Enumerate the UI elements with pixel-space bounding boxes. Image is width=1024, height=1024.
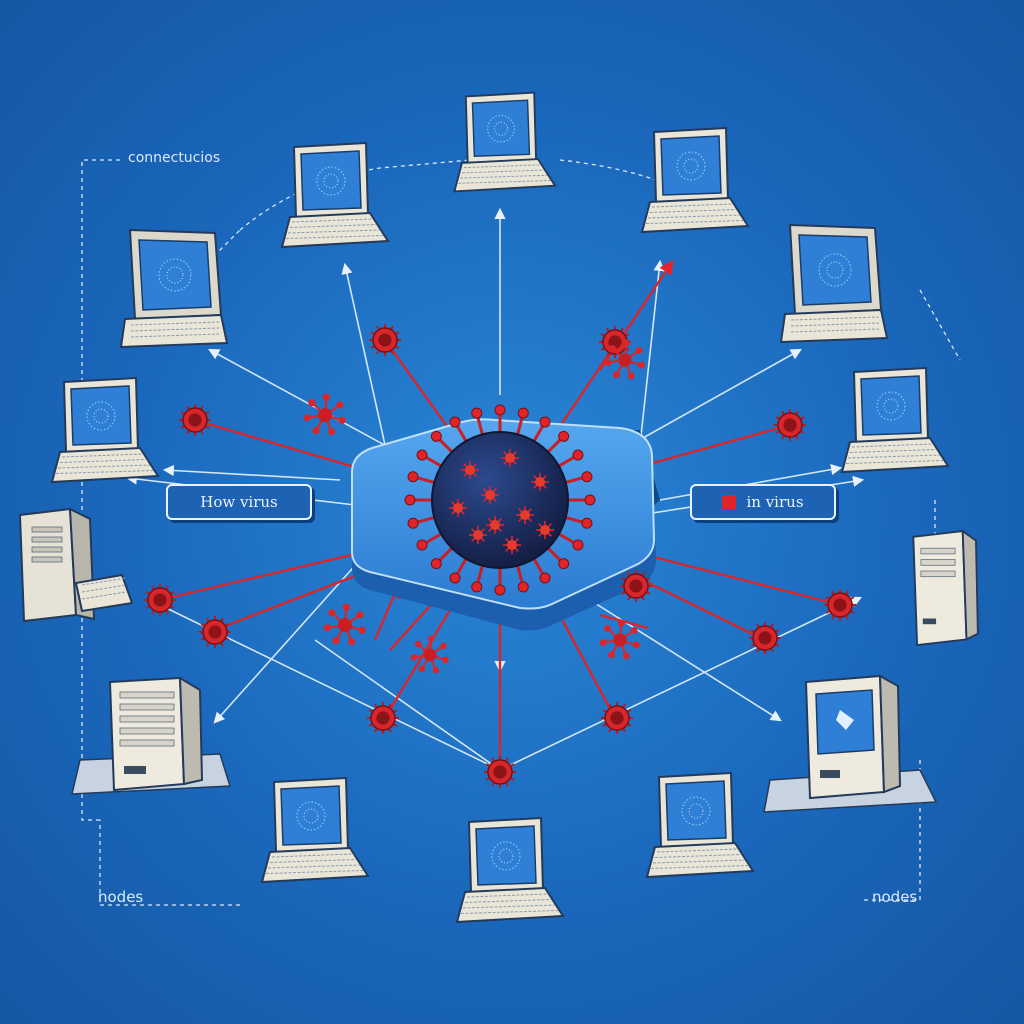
- virus-node-icon: [369, 324, 401, 356]
- connection-arrow: [314, 639, 502, 772]
- desktop-monitor-icon: [119, 228, 229, 349]
- virus-particle-icon: [604, 339, 645, 380]
- connection-arrow: [341, 262, 386, 446]
- tag-how-virus: How virus: [166, 484, 312, 520]
- laptop-icon: [260, 776, 370, 884]
- connection-arrow: [208, 348, 391, 449]
- dashed-outline: [81, 159, 961, 906]
- virus-node-icon: [484, 756, 516, 788]
- connection-arrow: [499, 596, 863, 771]
- laptop-icon: [645, 771, 755, 879]
- laptop-icon: [840, 366, 950, 474]
- nodes-layer: [18, 91, 979, 924]
- virus-node-icon: [367, 702, 399, 734]
- desktop-tower-icon: [18, 507, 134, 623]
- tag-how-virus-text: How virus: [200, 493, 278, 511]
- virus-node-icon: [179, 404, 211, 436]
- tag-in-virus: in virus: [690, 484, 836, 520]
- laptop-icon: [455, 816, 565, 924]
- nodes-label-left: nodes: [98, 888, 144, 906]
- connection-arrow: [162, 464, 341, 481]
- virus-node-icon: [749, 622, 781, 654]
- virus-markers: [144, 324, 856, 788]
- virus-node-icon: [824, 589, 856, 621]
- server-tower-icon: [763, 674, 938, 813]
- virus-icon: [404, 404, 596, 596]
- virus-particle-icon: [303, 393, 346, 436]
- connection-arrow: [639, 259, 665, 446]
- connection-arrow: [589, 599, 782, 722]
- red-square-icon: [722, 495, 737, 509]
- laptop-icon: [280, 141, 390, 249]
- desktop-monitor-icon: [779, 223, 889, 344]
- server-tower-icon: [71, 676, 232, 795]
- laptop-icon: [50, 376, 160, 484]
- nodes-label-right: nodes: [872, 888, 918, 906]
- connection-arrow: [213, 559, 361, 724]
- virus-node-icon: [144, 584, 176, 616]
- connection-arrow: [624, 348, 802, 449]
- connections-label: connectucios: [128, 150, 221, 166]
- virus-node-icon: [774, 409, 806, 441]
- server-tower-icon: [912, 529, 979, 647]
- tag-in-virus-text: in virus: [746, 493, 804, 511]
- virus-node-icon: [601, 702, 633, 734]
- virus-node-icon: [620, 570, 652, 602]
- virus-particle-icon: [410, 635, 449, 674]
- virus-node-icon: [199, 616, 231, 648]
- virus-particle-icon: [323, 603, 366, 646]
- laptop-icon: [640, 126, 750, 234]
- laptop-icon: [453, 91, 557, 193]
- virus-particle-icon: [599, 619, 640, 660]
